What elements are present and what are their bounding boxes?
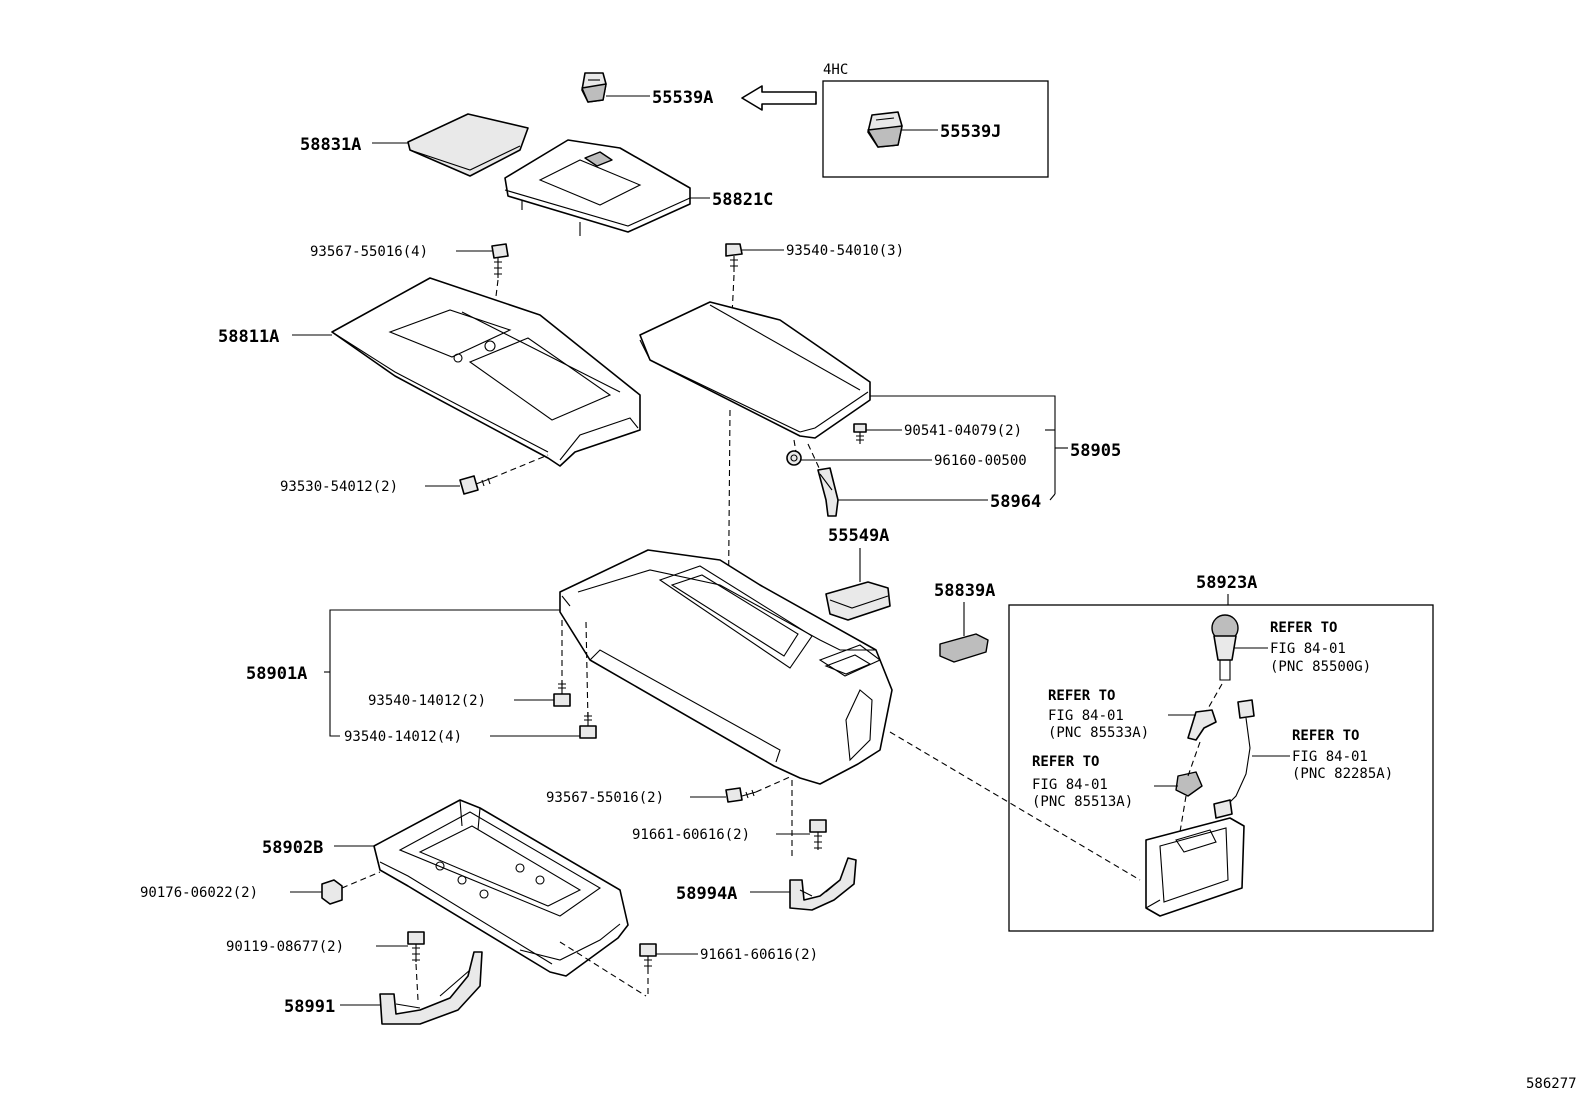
part-55539j-drawing bbox=[867, 111, 903, 148]
ref-note-85513a: REFER TO FIG 84-01 (PNC 85513A) bbox=[1032, 754, 1133, 810]
dash-58905-parts bbox=[793, 439, 821, 471]
part-58994a-drawing bbox=[789, 857, 857, 911]
dash-58923a-link bbox=[889, 731, 1141, 881]
ref-note-85500g: REFER TO FIG 84-01 (PNC 85500G) bbox=[1270, 620, 1371, 675]
screw-93530 bbox=[459, 475, 493, 495]
label-93567-bottom[interactable]: 93567-55016(2) bbox=[546, 790, 664, 806]
socket-85513a-drawing bbox=[1175, 771, 1203, 797]
label-93567-top[interactable]: 93567-55016(4) bbox=[310, 244, 428, 260]
ref-3-line1: REFER TO bbox=[1032, 754, 1099, 770]
label-58994a[interactable]: 58994A bbox=[676, 884, 737, 904]
label-58905[interactable]: 58905 bbox=[1070, 441, 1121, 461]
bolt-93540-b bbox=[579, 712, 597, 739]
label-58964[interactable]: 58964 bbox=[990, 492, 1041, 512]
part-58901a-drawing bbox=[559, 549, 893, 785]
bracket-58901a bbox=[329, 609, 560, 737]
variant-box-title: 4HC bbox=[823, 62, 848, 78]
bolt-91661-a bbox=[809, 819, 827, 850]
variant-arrow bbox=[741, 85, 817, 111]
ref-1-line2[interactable]: FIG 84-01 bbox=[1270, 641, 1346, 657]
dash-91661-b bbox=[559, 941, 649, 998]
ref-1-line1: REFER TO bbox=[1270, 620, 1337, 636]
ref-4-line2[interactable]: FIG 84-01 bbox=[1292, 749, 1368, 765]
screw-90541 bbox=[853, 423, 867, 444]
dash-lighter bbox=[1205, 683, 1223, 713]
label-55539j[interactable]: 55539J bbox=[940, 122, 1001, 142]
label-90541[interactable]: 90541-04079(2) bbox=[904, 423, 1022, 439]
wire-82285a-drawing bbox=[1213, 699, 1255, 819]
screw-93567-top bbox=[491, 243, 509, 278]
label-58901a[interactable]: 58901A bbox=[246, 664, 307, 684]
dash-sockets bbox=[1179, 741, 1201, 833]
label-93530[interactable]: 93530-54012(2) bbox=[280, 479, 398, 495]
clip-96160 bbox=[786, 450, 802, 466]
dash-93530 bbox=[491, 454, 549, 479]
part-58811a-drawing bbox=[331, 277, 641, 467]
dash-93540-b bbox=[585, 621, 589, 723]
bolt-91661-b bbox=[639, 943, 657, 974]
label-93540-54010[interactable]: 93540-54010(3) bbox=[786, 243, 904, 259]
bracket-58905 bbox=[870, 395, 1056, 494]
ref-3-line2[interactable]: FIG 84-01 bbox=[1032, 777, 1108, 793]
diagram-id: 586277 bbox=[1526, 1076, 1577, 1092]
bolt-90119 bbox=[407, 931, 425, 962]
ref-note-85533a: REFER TO FIG 84-01 (PNC 85533A) bbox=[1048, 688, 1149, 741]
dash-90119 bbox=[415, 963, 419, 1001]
ref-4-line1: REFER TO bbox=[1292, 728, 1359, 744]
ref-4-line3: (PNC 82285A) bbox=[1292, 766, 1393, 782]
label-93540-b[interactable]: 93540-14012(4) bbox=[344, 729, 462, 745]
label-58902b[interactable]: 58902B bbox=[262, 838, 323, 858]
label-90119[interactable]: 90119-08677(2) bbox=[226, 939, 344, 955]
ref-2-line1: REFER TO bbox=[1048, 688, 1115, 704]
label-58991[interactable]: 58991 bbox=[284, 997, 335, 1017]
ashtray-drawing bbox=[1145, 817, 1245, 917]
part-58831a-drawing bbox=[407, 113, 529, 177]
part-55539a-drawing bbox=[581, 72, 607, 103]
label-55549a[interactable]: 55549A bbox=[828, 526, 889, 546]
label-91661-b[interactable]: 91661-60616(2) bbox=[700, 947, 818, 963]
bolt-93540-a bbox=[553, 680, 571, 707]
label-93540-a[interactable]: 93540-14012(2) bbox=[368, 693, 486, 709]
part-55549a-drawing bbox=[825, 581, 891, 621]
part-58991-drawing bbox=[379, 951, 483, 1025]
part-58905-drawing bbox=[639, 301, 871, 439]
label-96160[interactable]: 96160-00500 bbox=[934, 453, 1027, 469]
ref-2-line3: (PNC 85533A) bbox=[1048, 725, 1149, 741]
screw-93567-bottom bbox=[725, 787, 757, 803]
dash-93567-bottom bbox=[755, 775, 793, 793]
part-58902b-drawing bbox=[373, 799, 629, 977]
dash-90176 bbox=[341, 871, 381, 889]
socket-85533a-drawing bbox=[1187, 709, 1217, 741]
ref-2-line2[interactable]: FIG 84-01 bbox=[1048, 708, 1124, 724]
label-58811a[interactable]: 58811A bbox=[218, 327, 279, 347]
lighter-knob-drawing bbox=[1211, 614, 1239, 681]
nut-90176 bbox=[321, 879, 343, 905]
ref-note-82285a: REFER TO FIG 84-01 (PNC 82285A) bbox=[1292, 728, 1393, 782]
part-58839a-drawing bbox=[939, 633, 989, 663]
label-58821c[interactable]: 58821C bbox=[712, 190, 773, 210]
ref-3-line3: (PNC 85513A) bbox=[1032, 794, 1133, 810]
label-91661-a[interactable]: 91661-60616(2) bbox=[632, 827, 750, 843]
variant-box-4hc bbox=[822, 80, 1049, 178]
label-58839a[interactable]: 58839A bbox=[934, 581, 995, 601]
hinge-58964 bbox=[817, 467, 839, 517]
label-55539a[interactable]: 55539A bbox=[652, 88, 713, 108]
ref-1-line3: (PNC 85500G) bbox=[1270, 659, 1371, 675]
label-58831a[interactable]: 58831A bbox=[300, 135, 361, 155]
screw-93540-54010 bbox=[725, 243, 743, 272]
box-58923a bbox=[1008, 604, 1434, 932]
bracket-tick-58964 bbox=[1049, 493, 1056, 501]
label-58923a[interactable]: 58923A bbox=[1196, 573, 1257, 593]
label-90176[interactable]: 90176-06022(2) bbox=[140, 885, 258, 901]
part-58821c-drawing bbox=[504, 139, 691, 236]
